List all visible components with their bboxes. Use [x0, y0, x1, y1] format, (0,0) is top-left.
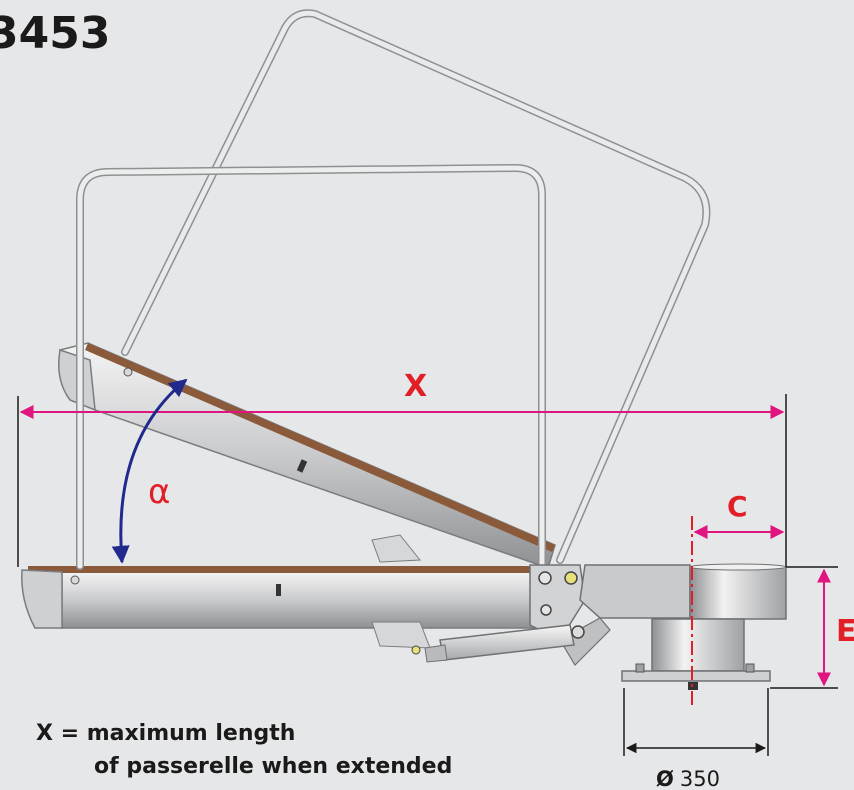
angle-alpha-label: α	[148, 472, 170, 512]
model-code: 3453	[0, 8, 110, 59]
hinge-assembly	[529, 564, 691, 666]
note-line-2: of passerelle when extended	[94, 754, 452, 779]
angle-alpha-arc	[111, 378, 188, 564]
note-line-1: X = maximum length	[36, 721, 295, 746]
pedestal	[621, 563, 787, 690]
hydraulic-cylinder	[411, 624, 585, 663]
dimension-c-label: C	[727, 490, 748, 523]
horizontal-walkway	[21, 566, 543, 649]
dimension-e-label: E	[836, 614, 854, 649]
dimension-x-label: X	[404, 369, 427, 404]
diameter-label: Ø 350	[656, 767, 720, 790]
raised-handrail	[121, 9, 711, 564]
diameter-symbol: Ø	[656, 767, 674, 790]
diameter-value: 350	[680, 767, 720, 790]
upright-handrail	[76, 164, 546, 570]
dimension-e	[770, 566, 838, 689]
dimension-diameter	[623, 688, 769, 756]
